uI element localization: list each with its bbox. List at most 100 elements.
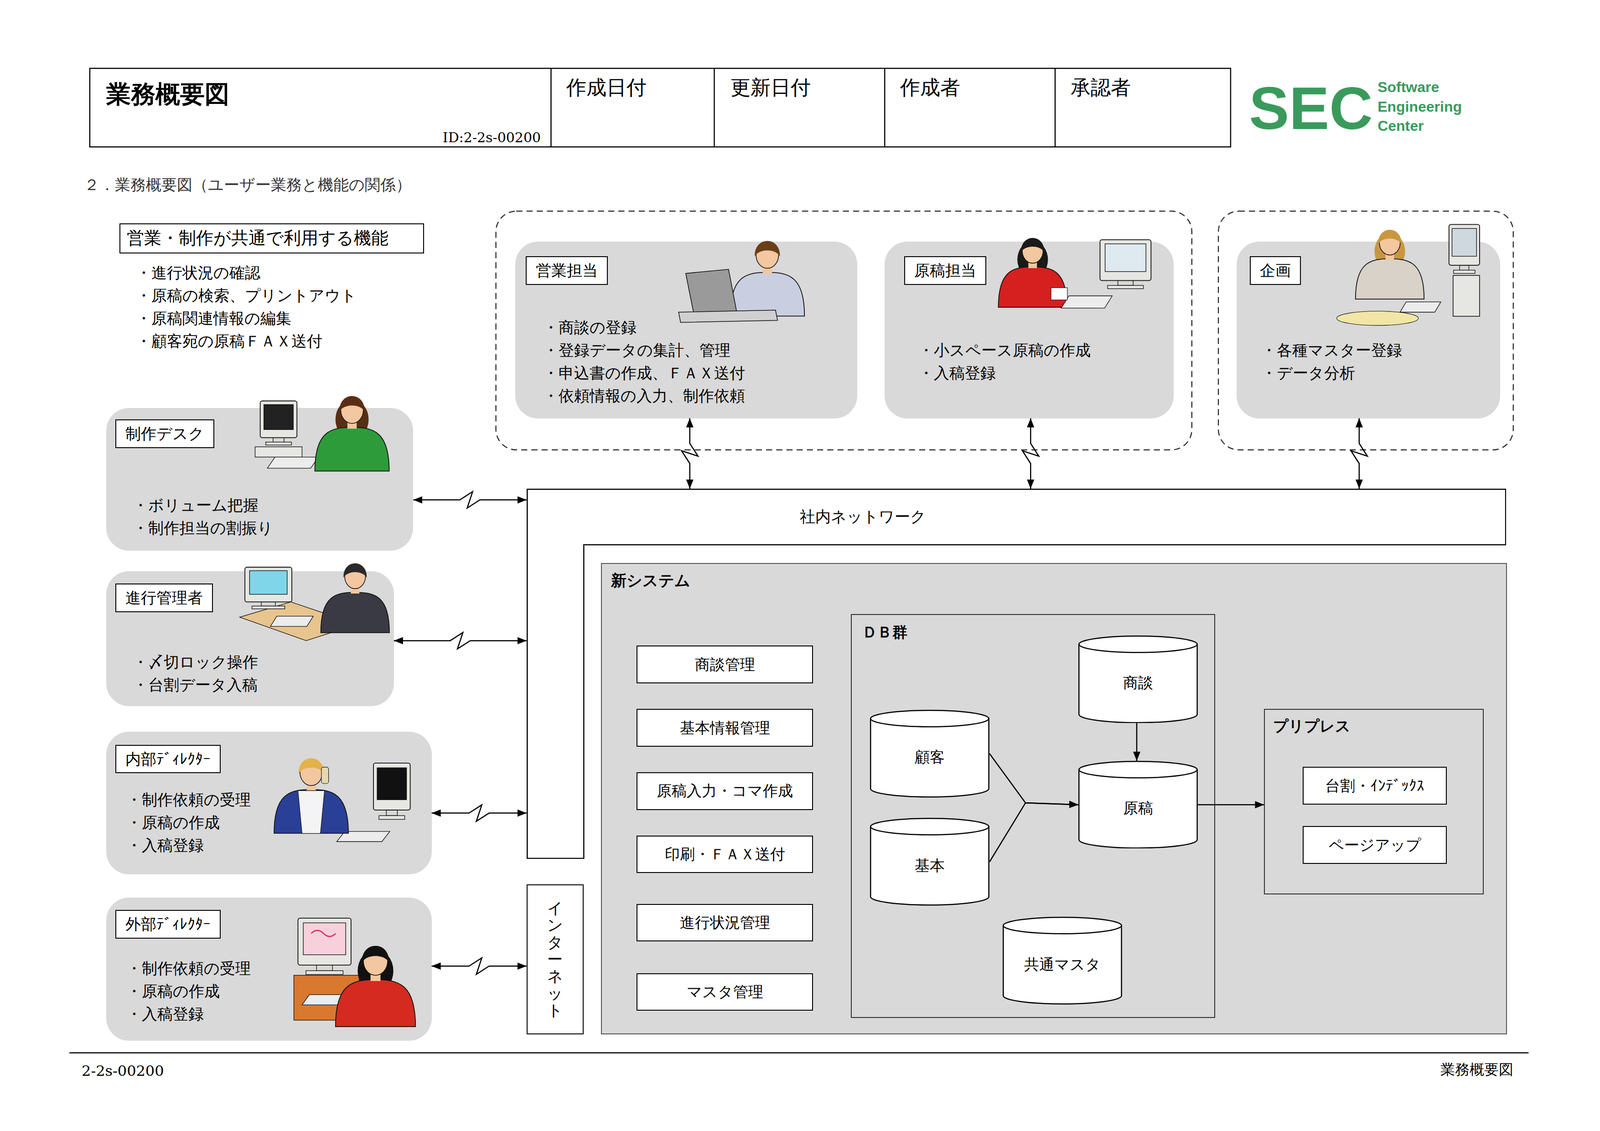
database-group: 商談顧客原稿基本共通マスタＤＢ群 — [850, 614, 1216, 1019]
connector — [681, 418, 699, 489]
bullet-item: ・申込書の作成、ＦＡＸ送付 — [543, 361, 746, 385]
label-slot: 作成日付 — [566, 75, 647, 100]
monitor-screen — [377, 767, 407, 800]
keyboard — [1399, 301, 1441, 312]
monitor-body — [260, 400, 298, 438]
heading-slot: ＤＢ群 — [862, 623, 908, 642]
keyboard — [1061, 295, 1113, 309]
monitor-body — [244, 567, 292, 602]
logo-mark: SEC — [1248, 78, 1373, 139]
function-label: 原稿入力・コマ作成 — [656, 781, 793, 801]
monitor-screen — [264, 404, 294, 430]
dashed-group-outline — [1218, 211, 1514, 451]
label-slot: 作成者 — [900, 75, 961, 100]
hair — [1020, 238, 1045, 253]
database-label: 顧客 — [914, 748, 945, 767]
dashed-group-outline — [496, 211, 1192, 451]
torso — [335, 979, 416, 1027]
heading-slot: 進行管理者 — [115, 583, 213, 613]
network-label: 社内ネットワーク — [799, 507, 927, 527]
heading-slot: 新システム — [611, 571, 691, 591]
database-label: 基本 — [914, 856, 945, 876]
database-cylinder: 顧客 — [869, 709, 990, 798]
internet-label: インターネット — [547, 900, 563, 1020]
header-cell-divider — [550, 68, 552, 147]
shirt-front — [297, 790, 325, 834]
hair — [343, 563, 367, 578]
header-cell-divider — [884, 68, 886, 147]
computer-tower — [1453, 275, 1480, 317]
paper-sheet — [1051, 287, 1068, 301]
connector — [431, 957, 527, 975]
heading-slot: 制作デスク — [115, 419, 215, 449]
bullet-list: ・制作依頼の受理・原稿の作成・入稿登録 — [126, 788, 251, 857]
hair — [1377, 229, 1402, 244]
header-cell-divider — [1054, 68, 1056, 147]
torso — [1355, 258, 1424, 300]
bullet-item: ・〆切ロック操作 — [132, 650, 259, 674]
label-slot: 2-2s-00200 — [81, 1062, 165, 1080]
internet-box: インターネット — [526, 884, 584, 1035]
monitor-base — [1107, 285, 1144, 289]
keyboard — [270, 616, 314, 627]
computer-base — [254, 446, 302, 457]
hair — [339, 396, 365, 412]
bullet-item: ・ボリューム把握 — [132, 493, 274, 517]
database-cylinder: 原稿 — [1078, 761, 1198, 849]
bullet-item: ・入稿登録 — [918, 361, 1091, 385]
cylinder-body — [870, 710, 989, 798]
bullet-list: ・各種マスター登録・データ分析 — [1261, 338, 1403, 385]
heading-slot: 企画 — [1249, 256, 1301, 285]
monitor-body — [1449, 224, 1480, 266]
torso — [998, 266, 1067, 308]
bullet-list: ・〆切ロック操作・台割データ入稿 — [132, 650, 259, 697]
person-illustration — [294, 918, 416, 1027]
cylinder-body — [1078, 636, 1197, 723]
label-slot: 業務概要図 — [1440, 1061, 1514, 1079]
cylinder-body — [1078, 761, 1197, 849]
monitor-screen — [249, 570, 287, 595]
monitor-base — [252, 605, 285, 609]
bullet-item: ・原稿関連情報の編集 — [135, 306, 357, 330]
header-cell-divider — [713, 68, 715, 147]
group-heading: プリプレス — [1273, 717, 1351, 736]
person-illustration — [254, 396, 389, 472]
torso — [315, 427, 390, 472]
monitor-body — [297, 918, 351, 966]
function-label: マスタ管理 — [686, 983, 764, 1002]
heading-slot: プリプレス — [1273, 717, 1351, 736]
cylinder-body — [1003, 917, 1122, 1005]
function-label: ページアップ — [1328, 836, 1422, 855]
monitor-stand — [273, 437, 285, 443]
monitor-stand — [1118, 280, 1134, 286]
bullet-item: ・データ分析 — [1261, 361, 1403, 385]
bullet-item: ・制作担当の割振り — [132, 516, 274, 540]
role-label: 原稿担当 — [904, 256, 987, 285]
monitor-stand — [386, 810, 398, 816]
decoration — [69, 68, 1529, 1054]
group-heading: 新システム — [611, 571, 691, 591]
monitor-stand — [261, 601, 276, 606]
connector — [413, 491, 527, 509]
bullet-item: ・依頼情報の入力、制作依頼 — [543, 384, 746, 408]
group-heading: ＤＢ群 — [862, 623, 908, 642]
person-illustration — [678, 241, 805, 323]
bullet-item: ・商談の登録 — [543, 315, 746, 339]
keyboard — [267, 457, 319, 469]
bullet-item: ・原稿の作成 — [126, 811, 251, 834]
function-label: 進行状況管理 — [679, 913, 771, 933]
connector — [393, 632, 527, 649]
bullet-list: ・制作依頼の受理・原稿の作成・入稿登録 — [126, 957, 251, 1026]
function-box: 原稿入力・コマ作成 — [636, 772, 813, 811]
person-illustration — [274, 758, 411, 842]
monitor-stand — [1459, 265, 1469, 271]
connector — [1197, 804, 1265, 806]
connector — [1136, 723, 1138, 762]
torso — [274, 789, 349, 834]
monitor-base — [305, 970, 343, 975]
database-label: 原稿 — [1123, 799, 1154, 818]
role-label: 営業担当 — [525, 256, 608, 285]
bullet-item: ・進行状況の確認 — [135, 261, 357, 285]
role-box: 営業担当・商談の登録・登録データの集計、管理・申込書の作成、ＦＡＸ送付・依頼情報… — [515, 241, 858, 419]
